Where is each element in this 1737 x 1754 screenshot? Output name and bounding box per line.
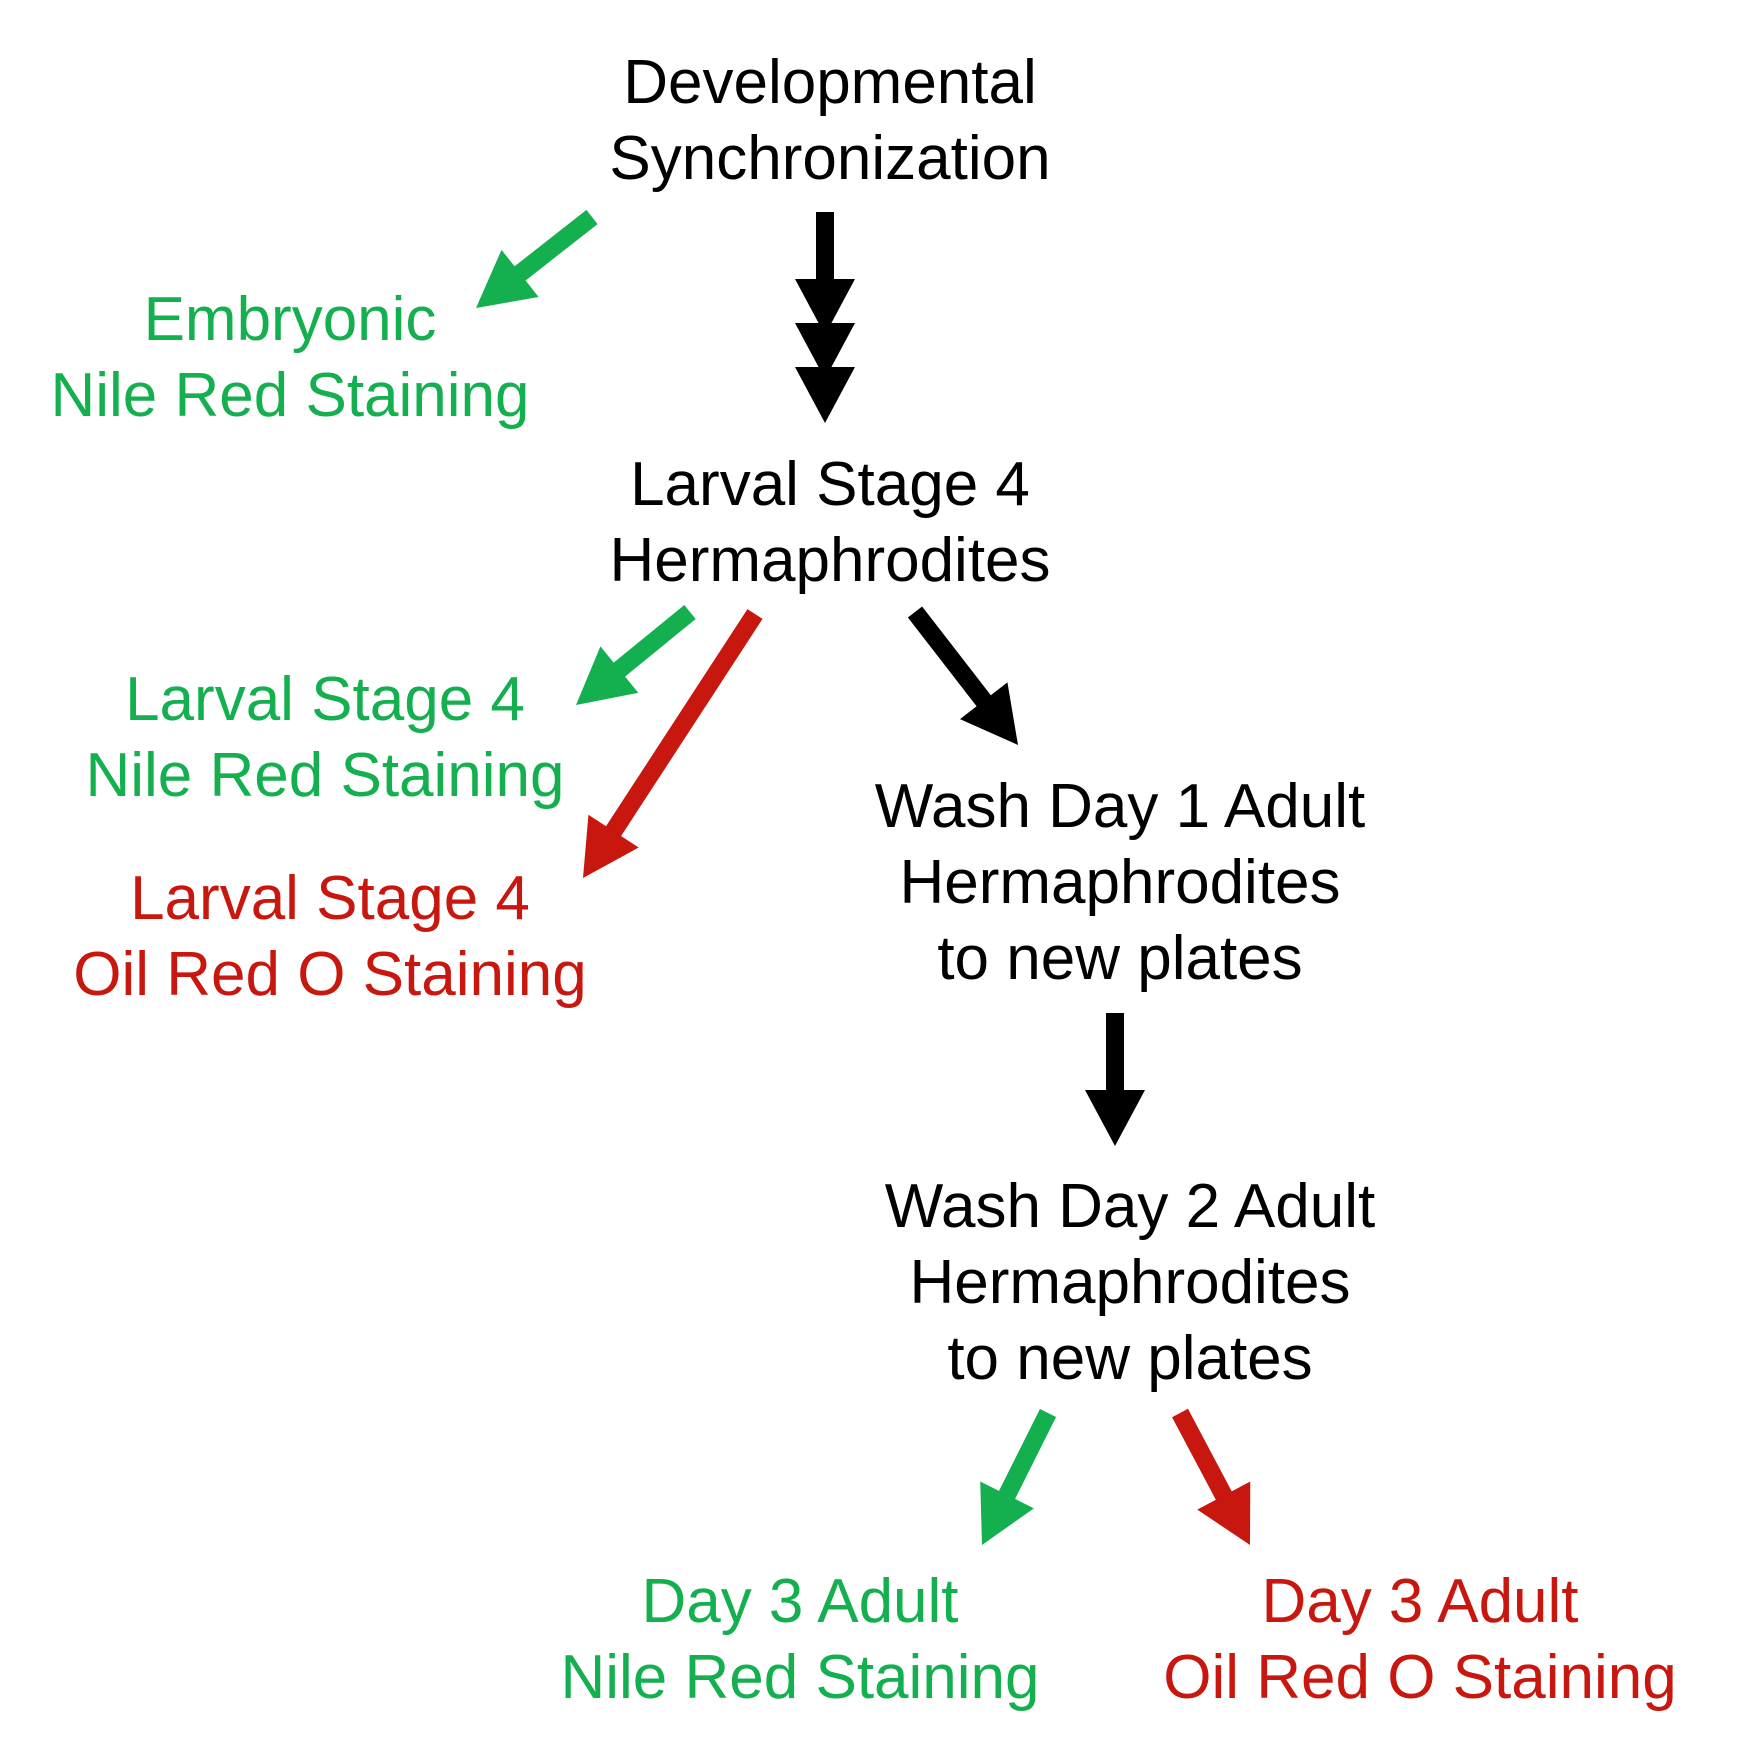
arrow-sync-to-embryonic: [476, 209, 598, 308]
arrow-wash2-to-d3-nile: [980, 1408, 1057, 1545]
arrow-wash1-to-wash2: [1085, 1013, 1145, 1146]
node-wash1-line1: Wash Day 1 Adult: [874, 772, 1366, 841]
node-sync-line2: Synchronization: [609, 124, 1051, 193]
node-l4-nile-line2: Nile Red Staining: [85, 741, 565, 810]
node-wash1-line3: to new plates: [937, 924, 1303, 993]
arrow-sync-to-l4: [795, 212, 855, 423]
node-embryonic-line1: Embryonic: [143, 285, 437, 354]
node-l4-nile-line1: Larval Stage 4: [125, 665, 525, 734]
node-wash-day-2: Wash Day 2 Adult Hermaphrodites to new p…: [820, 1169, 1440, 1397]
arrow-l4-to-l4-oil: [583, 609, 763, 878]
node-d3-nile-line1: Day 3 Adult: [641, 1567, 959, 1636]
node-developmental-synchronization: Developmental Synchronization: [440, 45, 1220, 197]
node-wash2-line1: Wash Day 2 Adult: [884, 1172, 1376, 1241]
node-wash1-line2: Hermaphrodites: [899, 848, 1341, 917]
node-d3-oil-line1: Day 3 Adult: [1261, 1567, 1579, 1636]
node-embryonic-nile-red: Embryonic Nile Red Staining: [20, 282, 560, 434]
node-l4-nile-red: Larval Stage 4 Nile Red Staining: [40, 662, 610, 814]
arrow-l4-to-l4-nile: [576, 605, 696, 705]
node-day3-oil-red-o: Day 3 Adult Oil Red O Staining: [1120, 1564, 1720, 1716]
arrow-l4-to-wash1: [907, 606, 1018, 745]
node-l4-oil-line2: Oil Red O Staining: [73, 940, 587, 1009]
node-d3-oil-line2: Oil Red O Staining: [1163, 1643, 1677, 1712]
node-larval-stage-4-hermaphrodites: Larval Stage 4 Hermaphrodites: [440, 447, 1220, 599]
arrow-wash2-to-d3-oil: [1172, 1408, 1251, 1545]
node-embryonic-line2: Nile Red Staining: [50, 361, 530, 430]
node-wash2-line3: to new plates: [947, 1324, 1313, 1393]
node-wash-day-1: Wash Day 1 Adult Hermaphrodites to new p…: [810, 769, 1430, 997]
node-l4-line2: Hermaphrodites: [609, 526, 1051, 595]
node-l4-oil-red-o: Larval Stage 4 Oil Red O Staining: [30, 861, 630, 1013]
node-sync-line1: Developmental: [623, 48, 1037, 117]
node-wash2-line2: Hermaphrodites: [909, 1248, 1351, 1317]
node-d3-nile-line2: Nile Red Staining: [560, 1643, 1040, 1712]
node-l4-line1: Larval Stage 4: [630, 450, 1030, 519]
node-day3-nile-red: Day 3 Adult Nile Red Staining: [520, 1564, 1080, 1716]
node-l4-oil-line1: Larval Stage 4: [130, 864, 530, 933]
